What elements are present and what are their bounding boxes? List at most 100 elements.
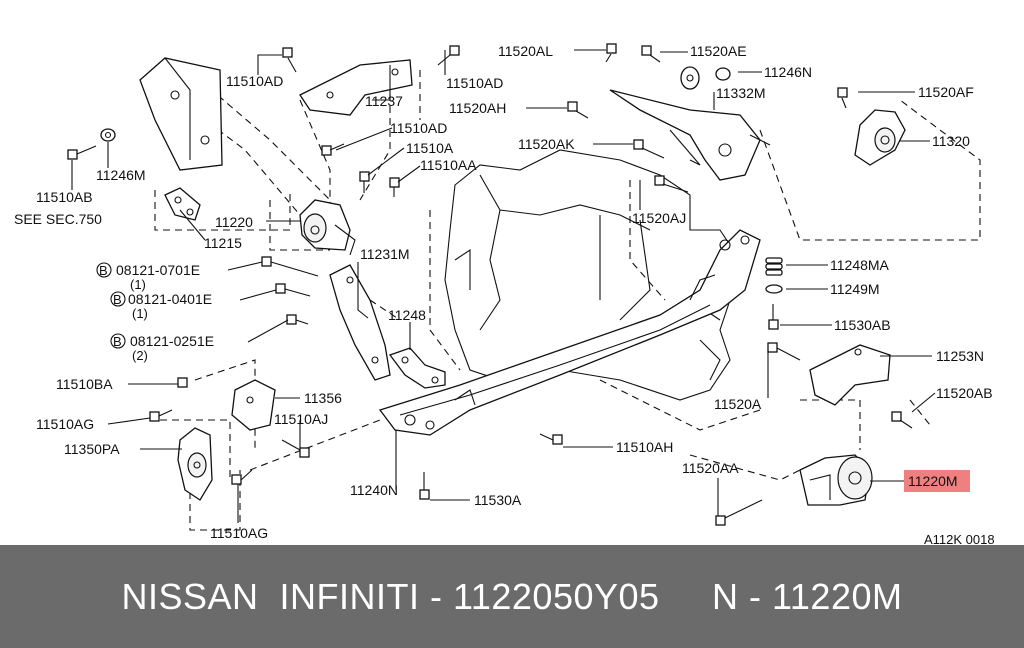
bracket-11231m — [329, 264, 391, 381]
label-qty-2: (2) — [132, 348, 148, 363]
footer-bar: NISSAN INFINITI - 1122050Y05 N - 11220M — [0, 545, 1024, 648]
label-qty-1a: (1) — [130, 277, 146, 292]
label-11520AJ: 11520AJ — [632, 210, 686, 226]
washer-stack — [765, 257, 783, 294]
label-11520AB: 11520AB — [936, 385, 993, 401]
bolt-icon — [321, 143, 345, 156]
gasket-11248 — [388, 347, 446, 389]
label-11240N: 11240N — [350, 482, 398, 498]
bolt-icon — [539, 433, 563, 445]
label-08121-0251E: 08121-0251E — [130, 333, 214, 349]
bolt-icon — [275, 283, 311, 297]
bracket-11356 — [231, 379, 276, 431]
bolt-icon — [654, 175, 689, 193]
b-circle-label: B — [113, 292, 122, 307]
label-11220M: 11220M — [908, 473, 958, 489]
reference-code: A112K 0018 — [924, 532, 995, 545]
label-11520AA: 11520AA — [682, 460, 739, 476]
label-11253N: 11253N — [936, 348, 984, 364]
b-circle-label: B — [113, 334, 122, 349]
label-11510AB: 11510AB — [36, 189, 93, 205]
bolt-icon — [437, 45, 460, 66]
label-11510AD-c: 11510AD — [390, 120, 447, 136]
label-11246M: 11246M — [96, 167, 146, 183]
bolt-icon — [567, 101, 589, 119]
label-11249M: 11249M — [830, 281, 880, 297]
label-11356: 11356 — [304, 390, 342, 406]
mount-11350pa — [177, 427, 213, 501]
washer-icon — [100, 128, 116, 142]
label-11510AG-b: 11510AG — [210, 525, 268, 541]
engine-outline — [444, 149, 741, 401]
nut-icon — [177, 377, 188, 388]
label-11510AJ: 11510AJ — [274, 411, 328, 427]
bolt-icon — [286, 314, 309, 325]
bracket-11253n — [809, 344, 891, 406]
bolt-icon — [768, 304, 779, 330]
mount-11320 — [854, 109, 906, 166]
b-circle-label: B — [99, 263, 108, 278]
label-11220: 11220 — [215, 214, 253, 230]
washer-parts — [680, 66, 731, 90]
bolt-ref-1: B 08121-0701E (1) — [96, 262, 200, 292]
label-see-sec-750: SEE SEC.750 — [14, 211, 102, 227]
label-11332M: 11332M — [716, 85, 766, 101]
label-11231M: 11231M — [360, 246, 410, 262]
crossmember-11240n — [378, 229, 761, 436]
footer-part-number: NISSAN INFINITI - 1122050Y05 N - 11220M — [121, 576, 903, 617]
bolt-icon — [641, 45, 661, 63]
bolt-icon — [605, 43, 617, 63]
label-11520AH: 11520AH — [449, 100, 506, 116]
bracket-11332m — [609, 89, 771, 181]
label-11248: 11248 — [388, 307, 426, 323]
label-11215: 11215 — [204, 235, 242, 251]
label-11510AG-a: 11510AG — [36, 416, 94, 432]
label-11520AL: 11520AL — [498, 43, 553, 59]
bolt-icons — [67, 43, 913, 526]
mount-11220 — [299, 199, 356, 256]
bolt-icon — [715, 499, 763, 526]
bolt-icon — [281, 439, 310, 458]
label-11510AH: 11510AH — [616, 439, 673, 455]
plate-11215 — [164, 187, 201, 221]
label-11530AB: 11530AB — [834, 317, 891, 333]
label-11246N: 11246N — [764, 64, 812, 80]
label-11510A: 11510A — [406, 140, 454, 156]
bolt-ref-2: B 08121-0401E (1) — [110, 291, 212, 321]
bolt-icon — [261, 256, 319, 277]
label-11320: 11320 — [932, 133, 970, 149]
highlight-box — [904, 470, 970, 492]
label-11520A: 11520A — [714, 396, 762, 412]
bolt-icon — [282, 47, 297, 73]
bolt-icon — [359, 171, 370, 193]
label-qty-1b: (1) — [132, 306, 148, 321]
bolt-ref-3: B 08121-0251E (2) — [110, 333, 214, 363]
parts-diagram: 11510AD 11237 11510AD 11520AL 11520AE 11… — [14, 43, 995, 545]
bolt-icon — [891, 411, 913, 429]
label-11520AK: 11520AK — [518, 136, 575, 152]
label-11530A: 11530A — [474, 492, 522, 508]
bracket-11237 — [299, 59, 413, 116]
label-11510AD-a: 11510AD — [226, 73, 283, 89]
part-labels: 11510AD 11237 11510AD 11520AL 11520AE 11… — [14, 43, 995, 545]
bolt-icon — [419, 472, 430, 500]
mount-11220m — [799, 454, 873, 506]
bolt-icon — [633, 139, 665, 159]
bolt-icon — [837, 87, 848, 109]
label-11510AD-b: 11510AD — [446, 75, 503, 91]
leader-lines — [71, 49, 936, 523]
label-11248MA: 11248MA — [830, 257, 890, 273]
bolt-icon — [767, 342, 801, 361]
label-11510AA: 11510AA — [420, 157, 477, 173]
label-11520AF: 11520AF — [918, 84, 974, 100]
bolt-icon — [231, 469, 253, 485]
bolt-icon — [149, 409, 173, 422]
left-bracket — [139, 57, 223, 171]
label-08121-0401E: 08121-0401E — [128, 291, 212, 307]
bolt-icon — [67, 145, 97, 160]
label-08121-0701E: 08121-0701E — [116, 262, 200, 278]
label-11510BA: 11510BA — [56, 376, 113, 392]
label-11520AE: 11520AE — [690, 43, 747, 59]
bolt-icon — [389, 177, 400, 197]
label-11350PA: 11350PA — [64, 441, 120, 457]
